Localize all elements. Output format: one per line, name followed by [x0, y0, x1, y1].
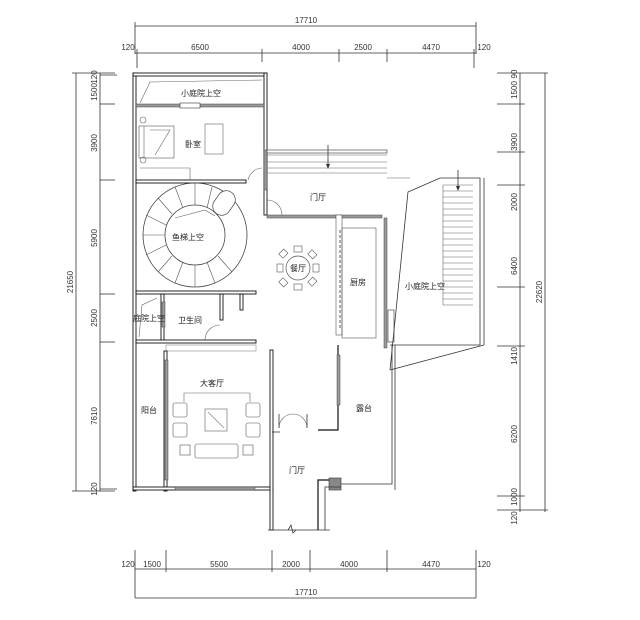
left-dim-4: 2500	[90, 309, 99, 327]
top-right-wall-dim: 120	[477, 43, 491, 52]
right-dim-4: 6400	[510, 257, 519, 275]
label-terrace: 露台	[356, 403, 372, 413]
left-dim-2: 3900	[90, 134, 99, 152]
bedroom-furniture	[138, 116, 263, 181]
bottom-dim-2: 5500	[210, 560, 228, 569]
bath-door-arc	[204, 324, 221, 341]
right-courtyard	[389, 170, 485, 371]
label-stair-void: 鱼梯上空	[172, 232, 204, 242]
left-bottom-wall-dim: 120	[90, 482, 99, 496]
label-bedroom: 卧室	[185, 139, 201, 149]
right-bottom-wall-dim: 120	[510, 511, 519, 525]
yard-void-line	[138, 297, 158, 338]
top-dimension-chain: 17710 120 6500 4000 2500 4470 120	[121, 16, 491, 68]
label-yard-void-left: 庭院上空	[133, 313, 165, 323]
right-dim-1: 1500	[510, 81, 519, 99]
left-total-dim: 21650	[66, 270, 75, 293]
label-dining: 餐厅	[290, 264, 306, 273]
right-dim-7: 1000	[510, 488, 519, 506]
spiral-stair	[142, 182, 248, 288]
bottom-right-wall-dim: 120	[477, 560, 491, 569]
bottom-dim-4: 4000	[340, 560, 358, 569]
top-total-dim: 17710	[295, 16, 318, 25]
top-courtyard-void	[139, 79, 263, 104]
entrance-steps	[266, 145, 410, 216]
label-courtyard-void-right: 小庭院上空	[405, 281, 445, 291]
right-top-wall-dim: 90	[510, 69, 519, 78]
bottom-dim-1: 1500	[143, 560, 161, 569]
right-dim-3: 2000	[510, 193, 519, 211]
left-dim-1: 1500	[90, 83, 99, 101]
top-dim-2: 4000	[292, 43, 310, 52]
right-dim-6: 6200	[510, 425, 519, 443]
dining-table	[276, 245, 320, 291]
right-total-dim: 22620	[535, 280, 544, 303]
left-dim-3: 5900	[90, 229, 99, 247]
left-dim-5: 7610	[90, 407, 99, 425]
desk	[204, 123, 224, 155]
left-top-wall-dim: 120	[90, 70, 99, 84]
building-walls	[132, 72, 396, 534]
label-foyer-bottom: 门厅	[289, 465, 305, 475]
label-foyer-top: 门厅	[310, 192, 326, 202]
top-dim-4: 4470	[422, 43, 440, 52]
label-bathroom: 卫生间	[178, 315, 202, 325]
left-dimension-chain: 21650 120 1500 3900 5900 2500 7610 120	[66, 70, 117, 496]
top-left-wall-dim: 120	[121, 43, 135, 52]
top-dim-1: 6500	[191, 43, 209, 52]
bottom-left-wall-dim: 120	[121, 560, 135, 569]
bottom-dim-5: 4470	[422, 560, 440, 569]
bottom-total-dim: 17710	[295, 588, 318, 597]
label-courtyard-void-top: 小庭院上空	[181, 88, 221, 98]
bottom-dimension-chain: 120 1500 5500 2000 4000 4470 120 17710	[121, 550, 491, 599]
foyer-double-door	[278, 413, 308, 429]
label-balcony: 阳台	[141, 405, 157, 415]
right-dim-5: 1410	[510, 347, 519, 365]
top-dim-3: 2500	[354, 43, 372, 52]
column	[328, 477, 342, 491]
label-living-room: 大客厅	[200, 378, 224, 388]
right-dim-2: 3900	[510, 133, 519, 151]
bottom-dim-3: 2000	[282, 560, 300, 569]
right-dimension-chain: 90 1500 3900 2000 6400 1410 6200 1000 12…	[497, 69, 548, 525]
label-kitchen: 厨房	[350, 277, 366, 287]
living-room-furniture	[172, 392, 261, 459]
